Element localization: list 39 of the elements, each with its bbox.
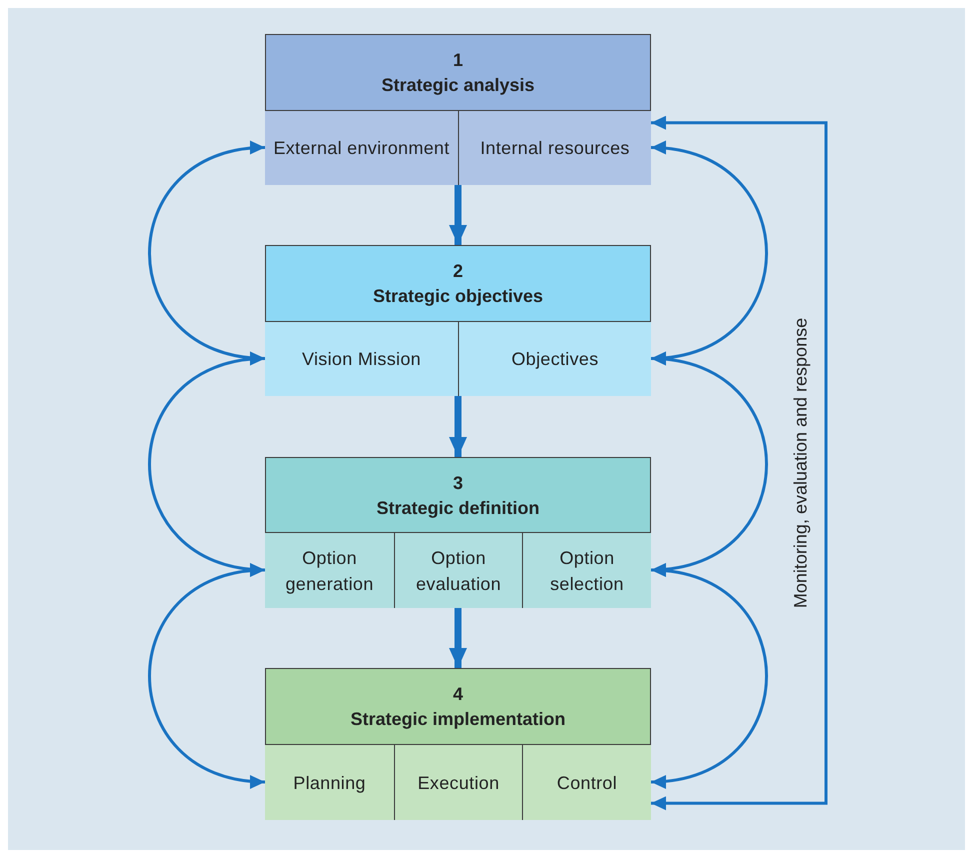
step-cell xyxy=(522,532,651,608)
cell-label: Vision Mission xyxy=(302,348,421,371)
cell-label: Internal resources xyxy=(480,137,630,160)
step-cell xyxy=(458,321,651,396)
step-cell xyxy=(522,744,651,820)
step-cell xyxy=(265,744,394,820)
stage-box xyxy=(265,668,651,820)
step-cell xyxy=(458,110,651,185)
cell-label: Objectives xyxy=(511,348,599,371)
step-cell xyxy=(394,532,522,608)
step-title: Strategic implementation xyxy=(350,709,566,730)
cell-label: Planning xyxy=(293,772,366,795)
step-number: 4 xyxy=(452,684,463,705)
step-cell xyxy=(265,110,458,185)
step-number: 3 xyxy=(452,472,463,494)
edge-label: Monitoring, evaluation and response xyxy=(790,318,812,608)
step-cell xyxy=(394,744,522,820)
step-cell xyxy=(265,321,458,396)
arrow xyxy=(449,608,467,668)
stage-box xyxy=(265,34,651,185)
stage-box xyxy=(265,245,651,396)
step-title: Strategic definition xyxy=(376,498,540,518)
arrow xyxy=(449,396,467,457)
cell-label: Execution xyxy=(418,772,500,794)
stage-box xyxy=(265,457,651,608)
double-arrow xyxy=(650,564,768,788)
step-title: Strategic objectives xyxy=(372,286,544,307)
double-arrow xyxy=(148,564,266,788)
cell-label: Option selection xyxy=(549,546,625,596)
feedback-arrow xyxy=(651,116,828,810)
arrow xyxy=(449,185,467,245)
cell-label: External environment xyxy=(273,137,450,160)
cell-label: Option evaluation xyxy=(414,546,502,596)
cell-label: Control xyxy=(556,772,618,794)
cell-label: Option generation xyxy=(284,546,375,596)
step-title: Strategic analysis xyxy=(381,75,535,96)
step-cell xyxy=(265,532,394,608)
step-number: 1 xyxy=(452,50,463,71)
step-number: 2 xyxy=(452,261,463,282)
